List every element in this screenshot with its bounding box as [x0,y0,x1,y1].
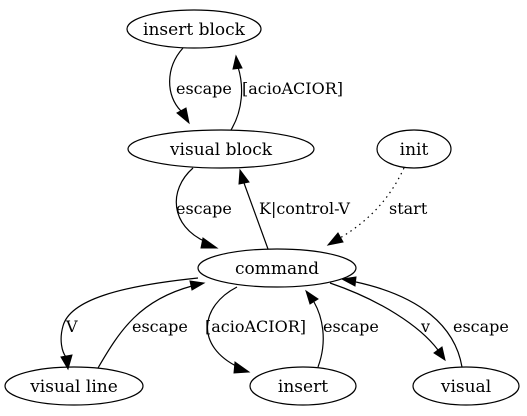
edge-command-to-insert: [acioACIOR] [205,286,306,374]
node-visual-line-label: visual line [29,377,118,397]
edge-visual-block-to-insert-block-line [230,66,243,131]
edge-insert-to-command-label: escape [323,317,379,336]
edge-command-to-visual-block-line [243,182,269,250]
node-command: command [197,248,357,288]
edge-command-to-visual-line [329,282,439,351]
node-visual-line: visual line [4,366,144,406]
node-visual-block: visual block [127,129,315,169]
node-visual: visual [412,366,520,406]
node-visual-line-shape [4,366,144,406]
edge-visual-block-to-command-label: escape [176,199,232,218]
edge-command-to-visual-line: V [60,277,199,371]
edge-init-to-command: start [326,167,428,246]
node-insert-block-label: insert block [143,20,246,40]
node-init-label: init [400,140,429,160]
edge-visual-to-command-label: escape [453,317,509,336]
node-visual-label: visual [440,377,491,397]
node-visual-block-label: visual block [169,140,273,160]
edge-visual-to-command-line [355,281,463,368]
edge-init-to-command-label: start [389,199,428,218]
edge-insert-to-command-line [313,301,324,368]
edge-insert-to-command: escape [305,289,379,368]
node-insert-block-shape [126,9,262,49]
edge-visual-to-command-arrowhead [340,276,357,287]
edge-visual-block-to-insert-block: [acioACIOR] [230,54,343,131]
edge-command-to-visual-line-label: V [65,317,78,336]
edge-visual-line-to-command-label: escape [132,317,188,336]
node-insert: insert [249,366,357,406]
edge-visual-to-command: escape [340,276,509,368]
node-visual-block-shape [127,129,315,169]
edge-visual-block-to-command-arrowhead [200,237,219,249]
node-init: init [376,129,452,169]
node-command-shape [197,248,357,288]
edge-visual-block-to-insert-block-arrowhead [232,54,243,70]
edge-command-to-insert-line [206,286,239,368]
edge-command-to-visual-block: K|control-V [238,168,350,250]
node-init-shape [376,129,452,169]
node-insert-shape [249,366,357,406]
node-insert-block: insert block [126,9,262,49]
edge-insert-to-command-arrowhead [305,289,319,305]
node-command-label: command [235,259,319,279]
edge-command-to-visual-block-label: K|control-V [259,199,350,218]
edge-insert-block-to-visual-block: escape [169,47,232,125]
edge-insert-block-to-visual-block-arrowhead [176,107,190,125]
edge-command-to-visual-label: v [420,317,430,336]
node-visual-shape [412,366,520,406]
edge-insert-block-to-visual-block-line [169,47,184,112]
edge-command-to-visual-line-line [60,277,199,358]
edge-init-to-command-arrowhead [326,232,344,246]
edge-visual-block-to-command-line [175,167,207,243]
edge-visual-block-to-insert-block-label: [acioACIOR] [242,79,343,98]
edge-command-to-visual-line-arrowhead [60,354,73,371]
node-insert-label: insert [278,377,328,397]
edge-visual-line-to-command-arrowhead [189,280,206,291]
edge-command-to-visual-arrowhead [433,346,446,362]
edge-command-to-insert-label: [acioACIOR] [205,317,306,336]
edge-visual-line-to-command-line [97,285,193,369]
edge-command-to-visual: v [329,282,446,362]
edge-insert-block-to-visual-block-label: escape [176,79,232,98]
edge-command-to-visual-block-arrowhead [238,168,250,185]
edge-command-to-insert-arrowhead [233,361,251,374]
edge-visual-block-to-command: escape [175,167,232,249]
edge-visual-line-to-command: escape [97,280,206,369]
